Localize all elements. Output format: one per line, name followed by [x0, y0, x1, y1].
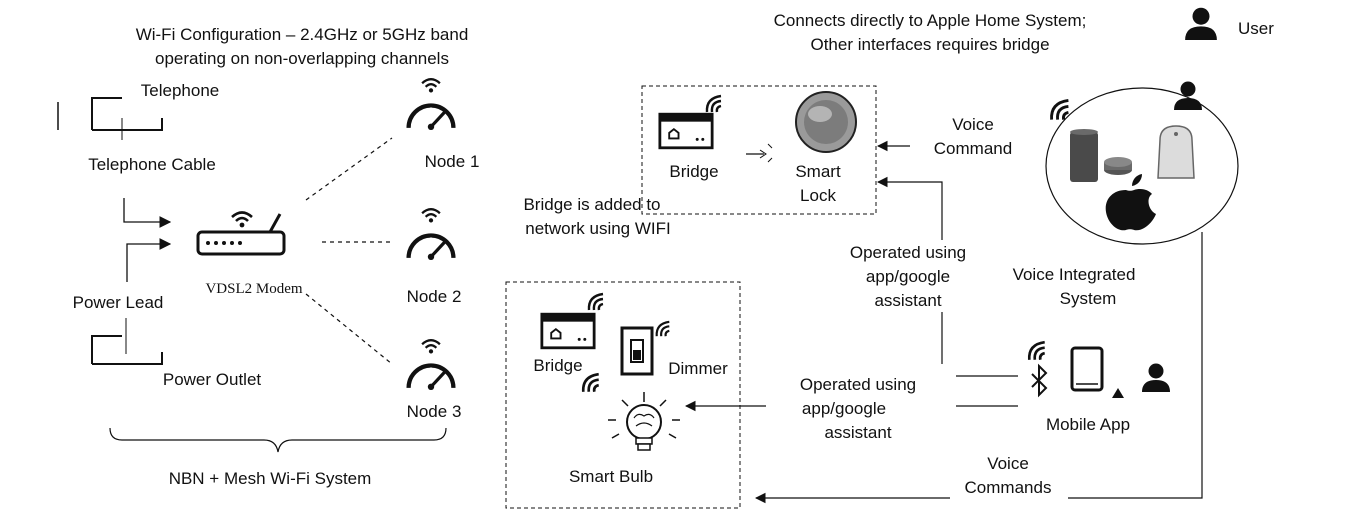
- power-outlet-left: [91, 335, 122, 364]
- mobile-app-label: Mobile App: [1046, 415, 1130, 434]
- dimmer-wifi-icon: [655, 320, 671, 338]
- lock-bridge-label: Bridge: [669, 162, 718, 181]
- voice-command-line1: Voice: [952, 115, 994, 134]
- mobile-cursor-icon: [1112, 388, 1124, 398]
- smart-bulb-icon: [608, 392, 680, 451]
- wifi-config-line1: Wi-Fi Configuration – 2.4GHz or 5GHz ban…: [136, 25, 469, 44]
- node1-label: Node 1: [425, 152, 480, 171]
- operated-top-line2: app/google: [866, 267, 950, 286]
- system-label: NBN + Mesh Wi-Fi System: [169, 469, 372, 488]
- power-lead-label: Power Lead: [73, 293, 164, 312]
- node3-label: Node 3: [407, 402, 462, 421]
- voice-system-wifi-icon: [1050, 98, 1070, 122]
- operated-bottom-line2: app/google: [802, 399, 886, 418]
- smart-lock-box: [641, 85, 877, 215]
- voice-commands-line2: Commands: [965, 478, 1052, 497]
- telephone-label: Telephone: [141, 81, 219, 100]
- lock-link-arrow: [746, 143, 773, 163]
- operated-top-label-bg: [840, 240, 980, 312]
- smart-bulb-label: Smart Bulb: [569, 467, 653, 486]
- operated-top-line1: Operated using: [850, 243, 966, 262]
- wifi-config-line2: operating on non-overlapping channels: [155, 49, 449, 68]
- telephone-outlet-left: [91, 97, 122, 130]
- node2-label: Node 2: [407, 287, 462, 306]
- modem-icon: [196, 211, 286, 256]
- cable-to-modem-arrow: [123, 198, 172, 228]
- mobile-wifi-icon: [1027, 340, 1047, 362]
- system-brace: [109, 427, 447, 453]
- node1-wifi-icon: [420, 78, 442, 93]
- voice-command-line2: Command: [934, 139, 1012, 158]
- lock-bridge-icon: [658, 112, 714, 150]
- voice-commands-arrow: [754, 232, 1203, 504]
- dimmer-icon: [620, 326, 654, 376]
- modem-label: VDSL2 Modem: [205, 281, 302, 297]
- apple-note-line2: Other interfaces requires bridge: [810, 35, 1049, 54]
- bridge-note-line1: Bridge is added to: [523, 195, 660, 214]
- bulb-wifi-icon: [581, 372, 601, 394]
- smart-lock-label-2: Lock: [800, 186, 836, 205]
- power-to-modem-arrow: [126, 238, 172, 282]
- telephone-outlet-right: [92, 118, 163, 131]
- mobile-phone-icon: [1070, 346, 1104, 392]
- mobile-user-icon: [1142, 363, 1170, 392]
- apple-logo-icon: [1105, 174, 1156, 231]
- node2-wifi-icon: [420, 208, 442, 223]
- bridge-note-line2: network using WIFI: [525, 219, 671, 238]
- user-legend-label: User: [1238, 19, 1274, 38]
- smart-lock-label-1: Smart: [795, 162, 841, 181]
- node1-gauge-icon: [409, 105, 454, 130]
- power-outlet-label: Power Outlet: [163, 370, 262, 389]
- bulb-bridge-icon: [540, 312, 596, 350]
- bulb-bridge-label: Bridge: [533, 356, 582, 375]
- google-home-icon: [1157, 125, 1195, 179]
- voice-commands-line1: Voice: [987, 454, 1029, 473]
- echo-speaker-icon: [1070, 129, 1098, 182]
- voice-system-line2: System: [1060, 289, 1117, 308]
- apple-note-line1: Connects directly to Apple Home System;: [774, 11, 1087, 30]
- smart-lock-icon: [795, 91, 857, 153]
- voice-system-line1: Voice Integrated: [1013, 265, 1136, 284]
- user-legend-icon: [1185, 7, 1217, 40]
- operated-bottom-line1: Operated using: [800, 375, 916, 394]
- echo-dot-icon: [1104, 157, 1132, 175]
- link-node3: [305, 293, 393, 365]
- voice-commands-label-bg: [950, 452, 1068, 502]
- operated-bottom-line3: assistant: [824, 423, 891, 442]
- dimmer-label: Dimmer: [668, 359, 728, 378]
- node3-gauge-icon: [409, 365, 454, 390]
- link-node1: [305, 137, 393, 201]
- voice-system-ellipse: [1045, 87, 1239, 245]
- smart-bulb-box: [505, 281, 741, 509]
- node3-wifi-icon: [420, 339, 442, 354]
- bulb-bridge-wifi-icon: [587, 292, 605, 312]
- lock-bridge-wifi-icon: [705, 94, 723, 114]
- power-outlet-right: [92, 352, 163, 365]
- bluetooth-icon: [1031, 363, 1048, 398]
- node2-gauge-icon: [409, 235, 454, 260]
- operated-top-line3: assistant: [874, 291, 941, 310]
- telephone-cable-label: Telephone Cable: [88, 155, 216, 174]
